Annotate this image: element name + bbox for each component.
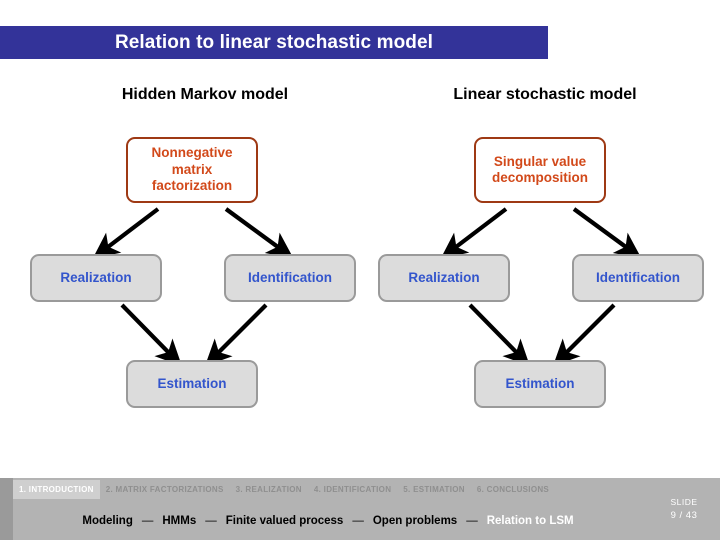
slide-counter-number: 9 / 43 (670, 510, 698, 522)
arrow-realization-right-to-estimation (468, 303, 530, 367)
tab-identification[interactable]: 4. IDENTIFICATION (313, 485, 392, 494)
subnav-item-finite-valued-process[interactable]: Finite valued process (225, 515, 344, 527)
arrow-svd-to-identification (572, 207, 642, 259)
subnav-separator-2: — (205, 515, 217, 527)
subsection-nav: Modeling — HMMs — Finite valued process … (0, 508, 656, 534)
node-svd-line-1: Singular value (493, 153, 587, 169)
tab-introduction[interactable]: 1. INTRODUCTION (13, 480, 100, 499)
subnav-item-modeling[interactable]: Modeling (82, 515, 133, 527)
subnav-separator-3: — (352, 515, 364, 527)
slide-counter: SLIDE 9 / 43 (654, 496, 714, 524)
page-title: Relation to linear stochastic model (114, 31, 434, 53)
node-estimation-hmm-label: Estimation (157, 375, 227, 391)
slide-counter-label: SLIDE (670, 497, 698, 507)
footer-left-strip (0, 478, 13, 540)
tab-estimation[interactable]: 5. ESTIMATION (403, 485, 465, 494)
arrow-nmf-to-realization (92, 207, 160, 259)
subnav-item-hmms[interactable]: HMMs (162, 515, 197, 527)
tab-matrix-factorizations[interactable]: 2. MATRIX FACTORIZATIONS (105, 485, 224, 494)
tab-realization[interactable]: 3. REALIZATION (235, 485, 302, 494)
arrow-realization-to-estimation (120, 303, 182, 367)
node-realization-lsm[interactable]: Realization (378, 254, 510, 302)
node-identification-lsm-label: Identification (596, 269, 680, 285)
node-estimation-hmm[interactable]: Estimation (126, 360, 258, 408)
section-tab-bar: 1. INTRODUCTION 2. MATRIX FACTORIZATIONS… (0, 480, 720, 499)
subnav-separator-1: — (141, 515, 154, 527)
node-nmf-line-1: Nonnegative (151, 145, 233, 161)
column-heading-linear-stochastic-model: Linear stochastic model (453, 86, 637, 103)
node-estimation-lsm[interactable]: Estimation (474, 360, 606, 408)
node-realization-lsm-label: Realization (408, 269, 480, 285)
node-identification-hmm-label: Identification (248, 269, 332, 285)
slide-title-bar: Relation to linear stochastic model (0, 26, 548, 59)
node-identification-lsm[interactable]: Identification (572, 254, 704, 302)
node-nonnegative-matrix-factorization[interactable]: Nonnegative matrix factorization (126, 137, 258, 203)
node-nmf-line-2: matrix (171, 161, 213, 177)
subnav-item-open-problems[interactable]: Open problems (372, 515, 458, 527)
subnav-item-relation-to-lsm[interactable]: Relation to LSM (486, 515, 574, 527)
node-realization-hmm-label: Realization (60, 269, 132, 285)
arrow-nmf-to-identification (224, 207, 294, 259)
subnav-separator-4: — (466, 515, 478, 527)
node-singular-value-decomposition[interactable]: Singular value decomposition (474, 137, 606, 203)
arrow-identification-to-estimation (204, 303, 268, 367)
node-realization-hmm[interactable]: Realization (30, 254, 162, 302)
node-identification-hmm[interactable]: Identification (224, 254, 356, 302)
node-estimation-lsm-label: Estimation (505, 375, 575, 391)
arrow-identification-right-to-estimation (552, 303, 616, 367)
tab-conclusions[interactable]: 6. CONCLUSIONS (476, 485, 550, 494)
node-svd-line-2: decomposition (491, 170, 588, 185)
arrow-svd-to-realization (440, 207, 508, 259)
node-nmf-line-3: factorization (151, 178, 233, 194)
column-heading-hidden-markov-model: Hidden Markov model (121, 86, 289, 103)
slide-footer (0, 478, 720, 540)
